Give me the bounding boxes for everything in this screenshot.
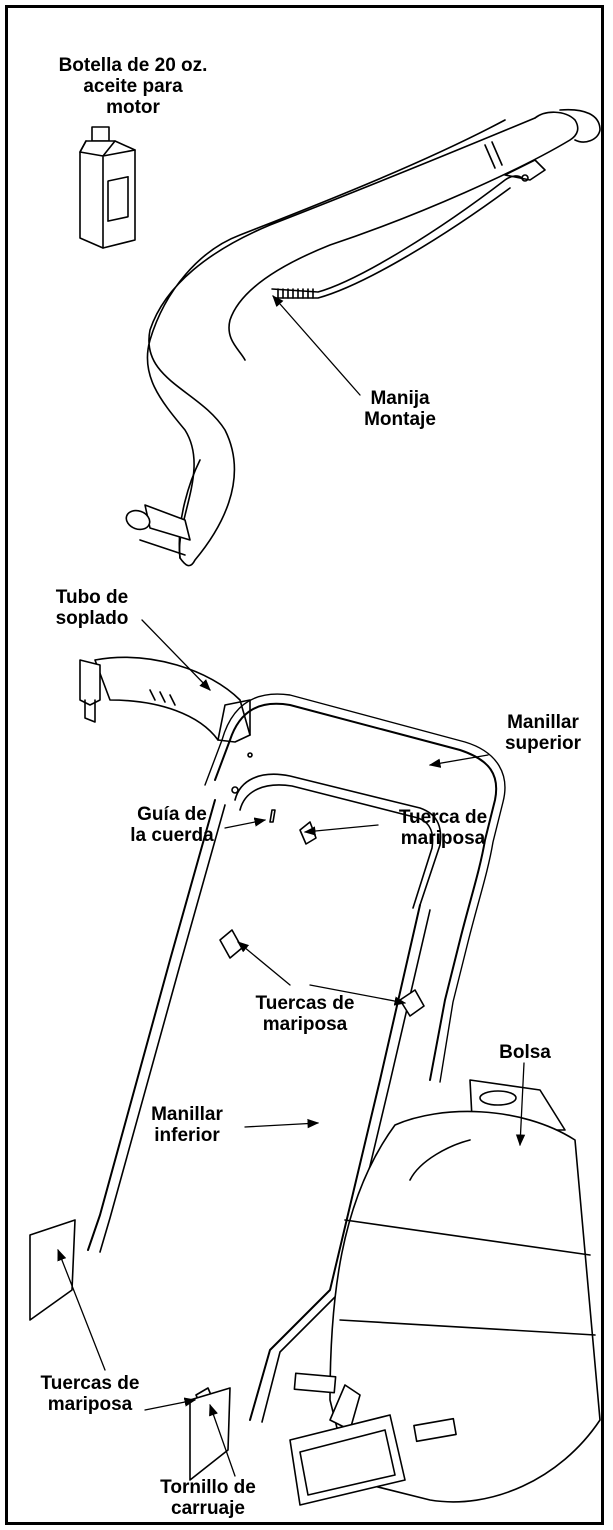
rope-guide-drawing <box>269 809 276 823</box>
leader-arrows <box>57 295 526 1477</box>
diagram-frame <box>5 5 604 1525</box>
bag-label: Bolsa <box>499 1042 551 1063</box>
blower-tube-drawing <box>125 108 601 567</box>
handle-feet-drawing <box>29 1219 231 1481</box>
bag-drawing <box>289 1079 601 1506</box>
oil-bottle-drawing <box>79 126 136 249</box>
lower-handle-drawing <box>87 799 431 1423</box>
upper-handle-drawing <box>204 693 506 1083</box>
blow-tube-drawing <box>79 656 251 743</box>
